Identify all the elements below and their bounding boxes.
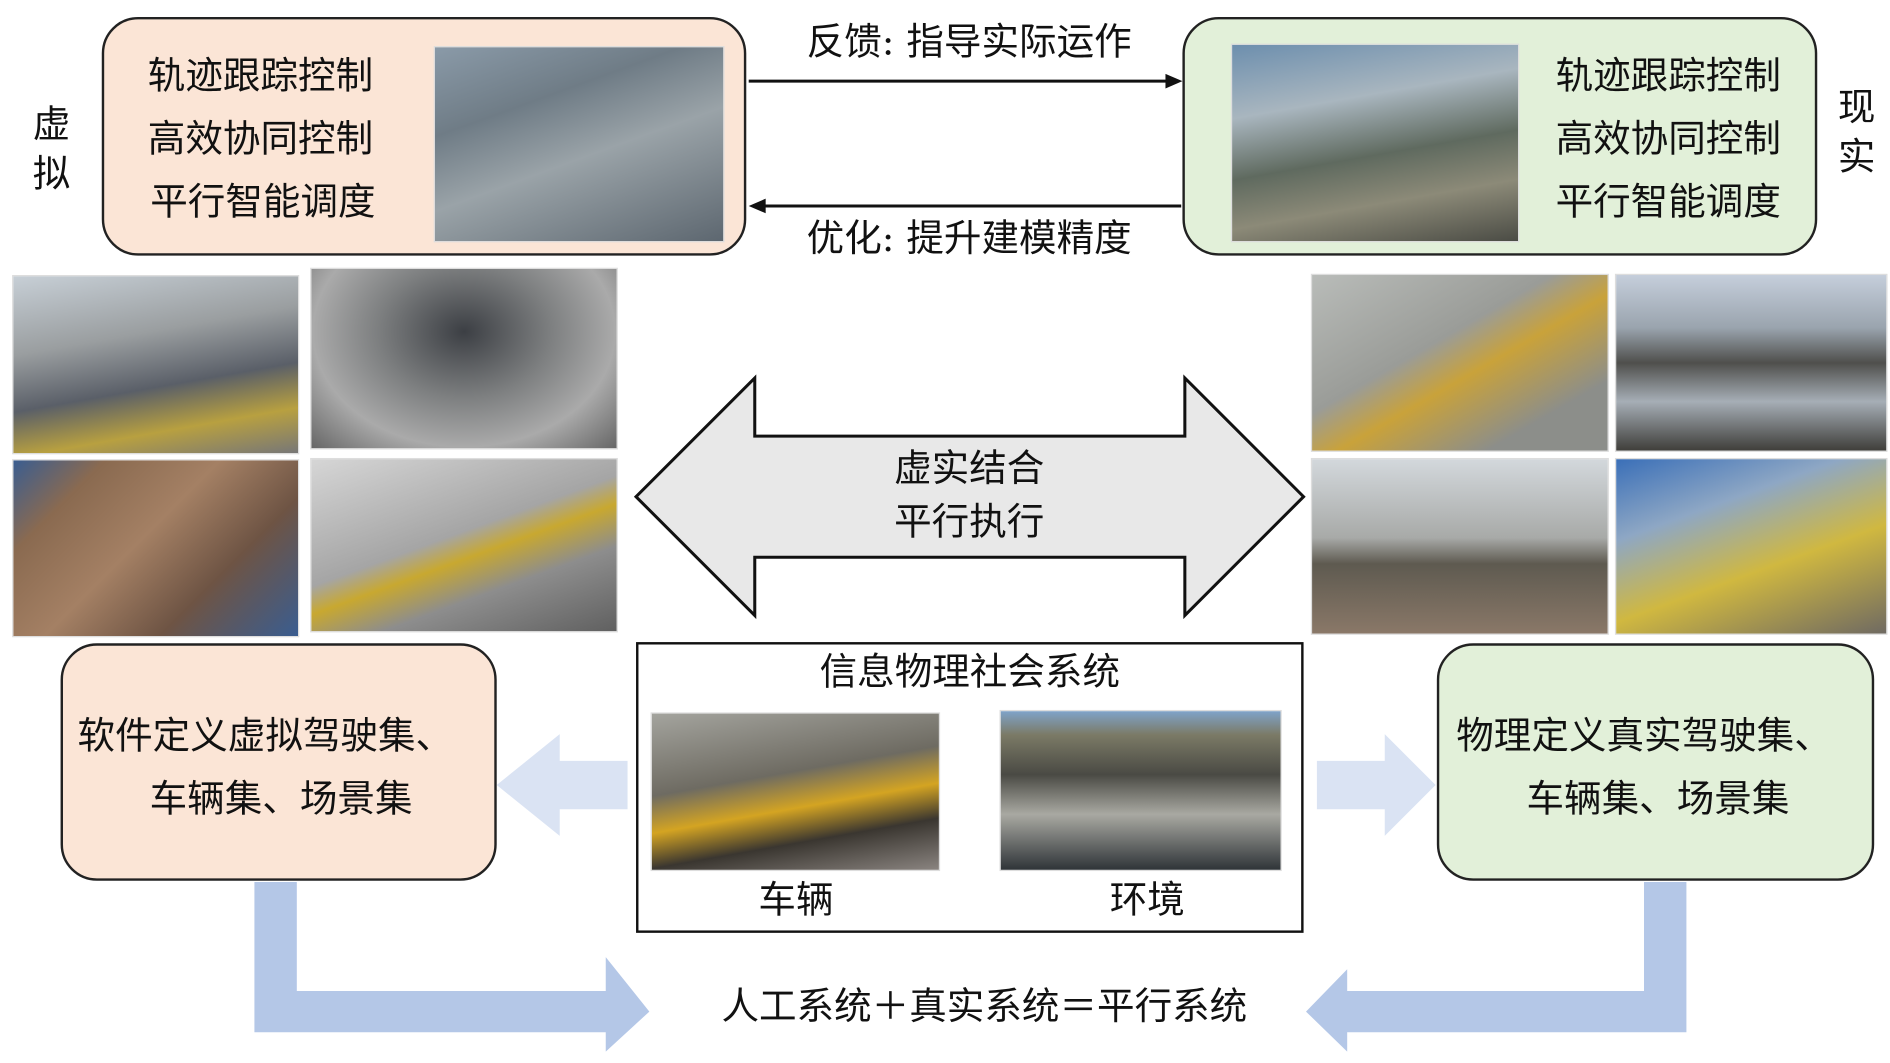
double-arrow bbox=[633, 374, 1306, 620]
physical-line-2: 车辆集、场景集 bbox=[1526, 777, 1790, 822]
feedback-label: 反馈: 指导实际运作 bbox=[806, 20, 1132, 65]
left-light-arrow bbox=[496, 734, 628, 836]
right-blue-arrow bbox=[1305, 881, 1687, 1052]
parallel-system-equation: 人工系统＋真实系统＝平行系统 bbox=[721, 984, 1248, 1029]
virtual-line-3: 平行智能调度 bbox=[150, 180, 376, 225]
virtual-label-2: 拟 bbox=[32, 152, 71, 197]
virtual-line-2: 高效协同控制 bbox=[147, 117, 374, 162]
double-arrow-line-1: 虚实结合 bbox=[894, 447, 1045, 491]
environment-image bbox=[999, 709, 1282, 872]
virtual-pit-image bbox=[310, 267, 618, 450]
cps-box: 信息物理社会系统 车辆 环境 bbox=[636, 642, 1304, 933]
real-trucks-image bbox=[1310, 273, 1609, 452]
physical-defined-box: 物理定义真实驾驶集、 车辆集、场景集 bbox=[1436, 643, 1875, 881]
vehicle-image bbox=[650, 712, 941, 872]
environment-label: 环境 bbox=[1109, 878, 1185, 922]
physical-line-1: 物理定义真实驾驶集、 bbox=[1456, 714, 1832, 759]
optimize-label: 优化: 提升建模精度 bbox=[806, 216, 1132, 261]
virtual-label-1: 虚 bbox=[32, 102, 71, 147]
vehicle-label: 车辆 bbox=[758, 878, 834, 922]
virtual-shovel-image bbox=[12, 275, 300, 455]
real-mine-image bbox=[1230, 43, 1520, 243]
double-arrow-line-2: 平行执行 bbox=[894, 500, 1045, 544]
right-light-arrow bbox=[1316, 734, 1436, 836]
real-label-2: 实 bbox=[1837, 135, 1876, 180]
software-line-2: 车辆集、场景集 bbox=[149, 777, 413, 822]
real-line-3: 平行智能调度 bbox=[1555, 180, 1781, 225]
virtual-control-box: 轨迹跟踪控制 高效协同控制 平行智能调度 bbox=[101, 16, 747, 256]
feedback-arrow bbox=[748, 73, 1183, 89]
software-defined-box: 软件定义虚拟驾驶集、 车辆集、场景集 bbox=[60, 643, 497, 881]
left-blue-arrow bbox=[254, 881, 650, 1052]
real-control-box: 轨迹跟踪控制 高效协同控制 平行智能调度 bbox=[1182, 16, 1818, 256]
real-label-1: 现 bbox=[1837, 86, 1876, 130]
real-shovel-image bbox=[1614, 457, 1888, 635]
real-dumptruck-image bbox=[1310, 457, 1609, 635]
virtual-truck-image bbox=[310, 457, 618, 633]
cps-title: 信息物理社会系统 bbox=[819, 650, 1121, 695]
software-line-1: 软件定义虚拟驾驶集、 bbox=[77, 714, 454, 759]
optimize-arrow bbox=[748, 198, 1182, 214]
virtual-mine-image bbox=[433, 46, 725, 243]
real-line-2: 高效协同控制 bbox=[1555, 117, 1781, 162]
virtual-line-1: 轨迹跟踪控制 bbox=[147, 54, 374, 99]
real-water-image bbox=[1614, 273, 1888, 452]
virtual-dispatch-image bbox=[12, 459, 300, 638]
real-line-1: 轨迹跟踪控制 bbox=[1555, 54, 1781, 99]
